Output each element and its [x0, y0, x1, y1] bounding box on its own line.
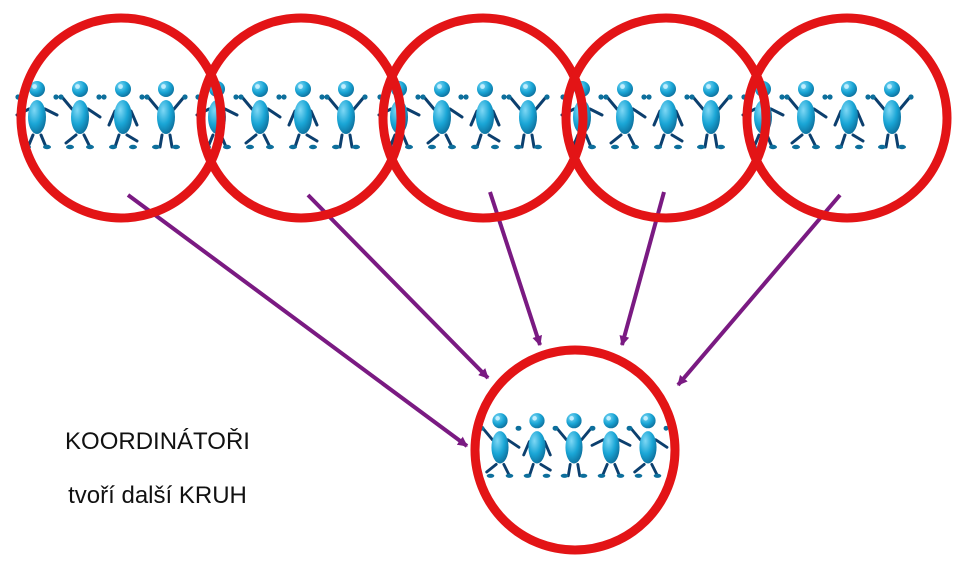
coordinators-circle	[470, 345, 680, 555]
coordinator-figure-4	[590, 413, 632, 478]
group-circle-1	[16, 13, 226, 223]
group-circle-5	[742, 13, 952, 223]
person-figure-c5-4	[870, 81, 914, 150]
caption-line-form-next-circle: tvoří další KRUH	[68, 482, 247, 509]
coordinator-figure-2	[516, 413, 558, 478]
person-figure-c3-4	[506, 81, 550, 150]
person-figure-c2-2	[238, 81, 282, 150]
person-figure-c1-2	[58, 81, 102, 150]
person-figure-c3-2	[420, 81, 464, 150]
person-figure-c1-4	[144, 81, 188, 150]
group-circle-2	[196, 13, 406, 223]
group-circle-4	[561, 13, 771, 223]
person-figure-c4-2	[603, 81, 647, 150]
arrow-to-coordinators-1	[126, 193, 469, 448]
person-figure-c4-4	[689, 81, 733, 150]
coordinator-figure-5	[627, 413, 669, 478]
circles-group	[16, 13, 952, 555]
arrow-to-coordinators-2	[306, 193, 490, 380]
person-figure-c2-3	[281, 81, 325, 150]
caption-line-coordinators: KOORDINÁTOŘI	[65, 428, 250, 455]
people-group	[15, 81, 914, 478]
person-figure-c1-3	[101, 81, 145, 150]
coordinator-figure-1	[479, 413, 521, 478]
arrow-to-coordinators-5	[676, 193, 842, 387]
person-figure-c2-4	[324, 81, 368, 150]
person-figure-c5-2	[784, 81, 828, 150]
person-figure-c4-3	[646, 81, 690, 150]
coordinator-figure-3	[553, 413, 595, 478]
person-figure-c3-3	[463, 81, 507, 150]
person-figure-c5-3	[827, 81, 871, 150]
group-circle-3	[378, 13, 588, 223]
